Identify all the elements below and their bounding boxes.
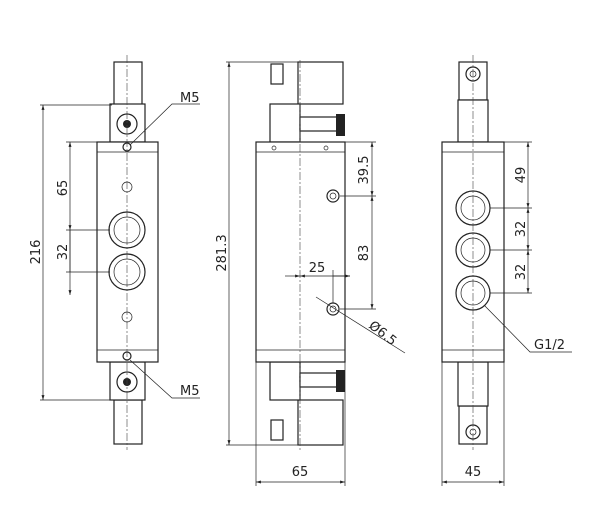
label-m5-bottom: M5 — [180, 384, 200, 399]
dim-25: 25 — [309, 261, 326, 276]
end-view: 49 32 32 G1/2 45 — [441, 55, 572, 486]
front-view: 216 65 32 M5 M5 — [29, 55, 200, 450]
label-m5-top: M5 — [180, 91, 200, 106]
dim-65: 65 — [56, 180, 71, 197]
dim-width-45: 45 — [465, 465, 482, 480]
dim-39-5: 39.5 — [357, 156, 372, 185]
dim-32-b: 32 — [514, 264, 529, 281]
dim-width-65: 65 — [292, 465, 309, 480]
dim-216: 216 — [29, 240, 44, 265]
dim-32: 32 — [56, 244, 71, 261]
dim-281-3: 281.3 — [215, 234, 230, 271]
dim-83: 83 — [357, 245, 372, 262]
side-view: 281.3 39.5 83 25 Ø6.5 65 — [215, 60, 406, 486]
dim-diameter-6-5: Ø6.5 — [366, 318, 400, 349]
label-g1-2: G1/2 — [534, 338, 565, 353]
dim-49: 49 — [514, 167, 529, 184]
dim-32-a: 32 — [514, 221, 529, 238]
